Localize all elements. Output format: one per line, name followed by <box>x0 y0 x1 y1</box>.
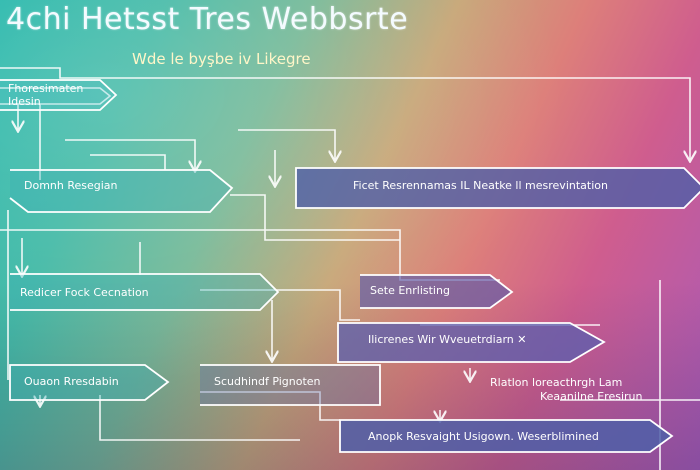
wire-mid-top <box>65 139 195 170</box>
wire-search-right <box>200 391 340 421</box>
node-redirect: Redicer Fock Cecnation <box>12 277 262 307</box>
node-right-lower-2: Keaanilne Eresirun <box>540 390 643 403</box>
arrow-box-research <box>295 167 700 209</box>
arrow-box-bottom <box>339 419 674 453</box>
arrow-box-site <box>360 274 514 309</box>
arrow-box-query <box>9 364 170 401</box>
node-domain-label: Domnh Resegian <box>24 178 118 192</box>
node-site: Sete Enrlisting <box>362 275 492 305</box>
wire-redirect-site <box>200 289 360 321</box>
page-subtitle: Wde le byşbe iv Likegre <box>132 50 311 68</box>
node-query: Ouaon Rresdabin <box>16 366 156 396</box>
arrow-box-top-left <box>0 79 118 111</box>
node-site-label: Sete Enrlisting <box>370 283 450 297</box>
node-search-label: Scudhindf Pignoten <box>214 374 321 388</box>
wire-center <box>238 129 335 160</box>
node-right-lower-1: Rlatlon loreacthrgh Lam <box>490 376 623 389</box>
arrow-box-search <box>200 364 381 406</box>
node-domain: Domnh Resegian <box>16 170 216 200</box>
arrow-box-middle-right <box>337 322 606 363</box>
wire-top-left <box>0 87 112 105</box>
node-research-center: Ficet Resrennamas IL Neatke ll mesrevint… <box>345 170 685 200</box>
node-search: Scudhindf Pignoten <box>206 366 376 396</box>
arrow-box-redirect <box>10 273 280 311</box>
page-title: 4chi Hetsst Tres Webbsrte <box>6 2 409 37</box>
node-bottom: Anopk Resvaight Usigown. Weserblimined <box>360 421 650 451</box>
node-middle-right: Ilicrenes Wir Wveuetrdiarn ✕ <box>360 324 590 354</box>
wire-top <box>0 67 690 160</box>
node-top-left-label: Fhoresimaten Idesin <box>8 82 84 108</box>
wire-left-bus <box>0 229 500 281</box>
node-query-label: Ouaon Rresdabin <box>24 374 119 388</box>
wire-domain-right <box>230 194 400 241</box>
node-middle-right-label: Ilicrenes Wir Wveuetrdiarn ✕ <box>368 332 527 346</box>
node-redirect-label: Redicer Fock Cecnation <box>20 285 149 299</box>
node-research-center-label: Ficet Resrennamas IL Neatke ll mesrevint… <box>353 178 608 192</box>
node-bottom-label: Anopk Resvaight Usigown. Weserblimined <box>368 429 599 443</box>
node-top-left: Fhoresimaten Idesin <box>0 80 116 110</box>
arrow-box-domain <box>9 169 234 213</box>
wire-mid-top-2 <box>90 154 166 170</box>
wire-search-mid <box>99 395 300 441</box>
